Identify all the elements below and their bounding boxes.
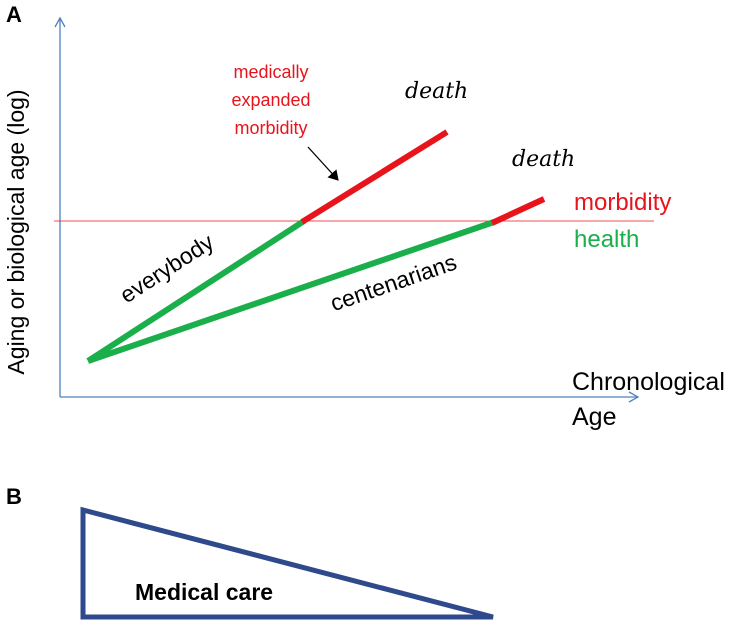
panel-a-letter: A — [6, 2, 22, 27]
health-label: health — [574, 226, 639, 253]
death-label-everybody: death — [405, 79, 468, 104]
x-axis-label-line1: Chronological — [572, 368, 725, 396]
y-axis-label: Aging or biological age (log) — [3, 89, 29, 374]
death-label-centenarians: death — [512, 147, 575, 172]
centenarians-morbidity-segment — [490, 196, 546, 226]
everybody-health-segment — [86, 218, 306, 364]
annotation-arrow — [307, 146, 339, 181]
annotation-line3: morbidity — [234, 118, 307, 138]
morbidity-label: morbidity — [574, 189, 671, 216]
everybody-label: everybody — [115, 228, 219, 308]
centenarians-health-segment — [87, 219, 495, 364]
panel-b-letter: B — [6, 484, 22, 509]
everybody-morbidity-segment — [300, 129, 449, 225]
medical-care-label: Medical care — [135, 579, 273, 605]
x-axis-label-line2: Age — [572, 403, 616, 431]
annotation-line2: expanded — [231, 90, 310, 110]
annotation-line1: medically — [233, 62, 308, 82]
medical-care-wedge — [80, 506, 494, 620]
